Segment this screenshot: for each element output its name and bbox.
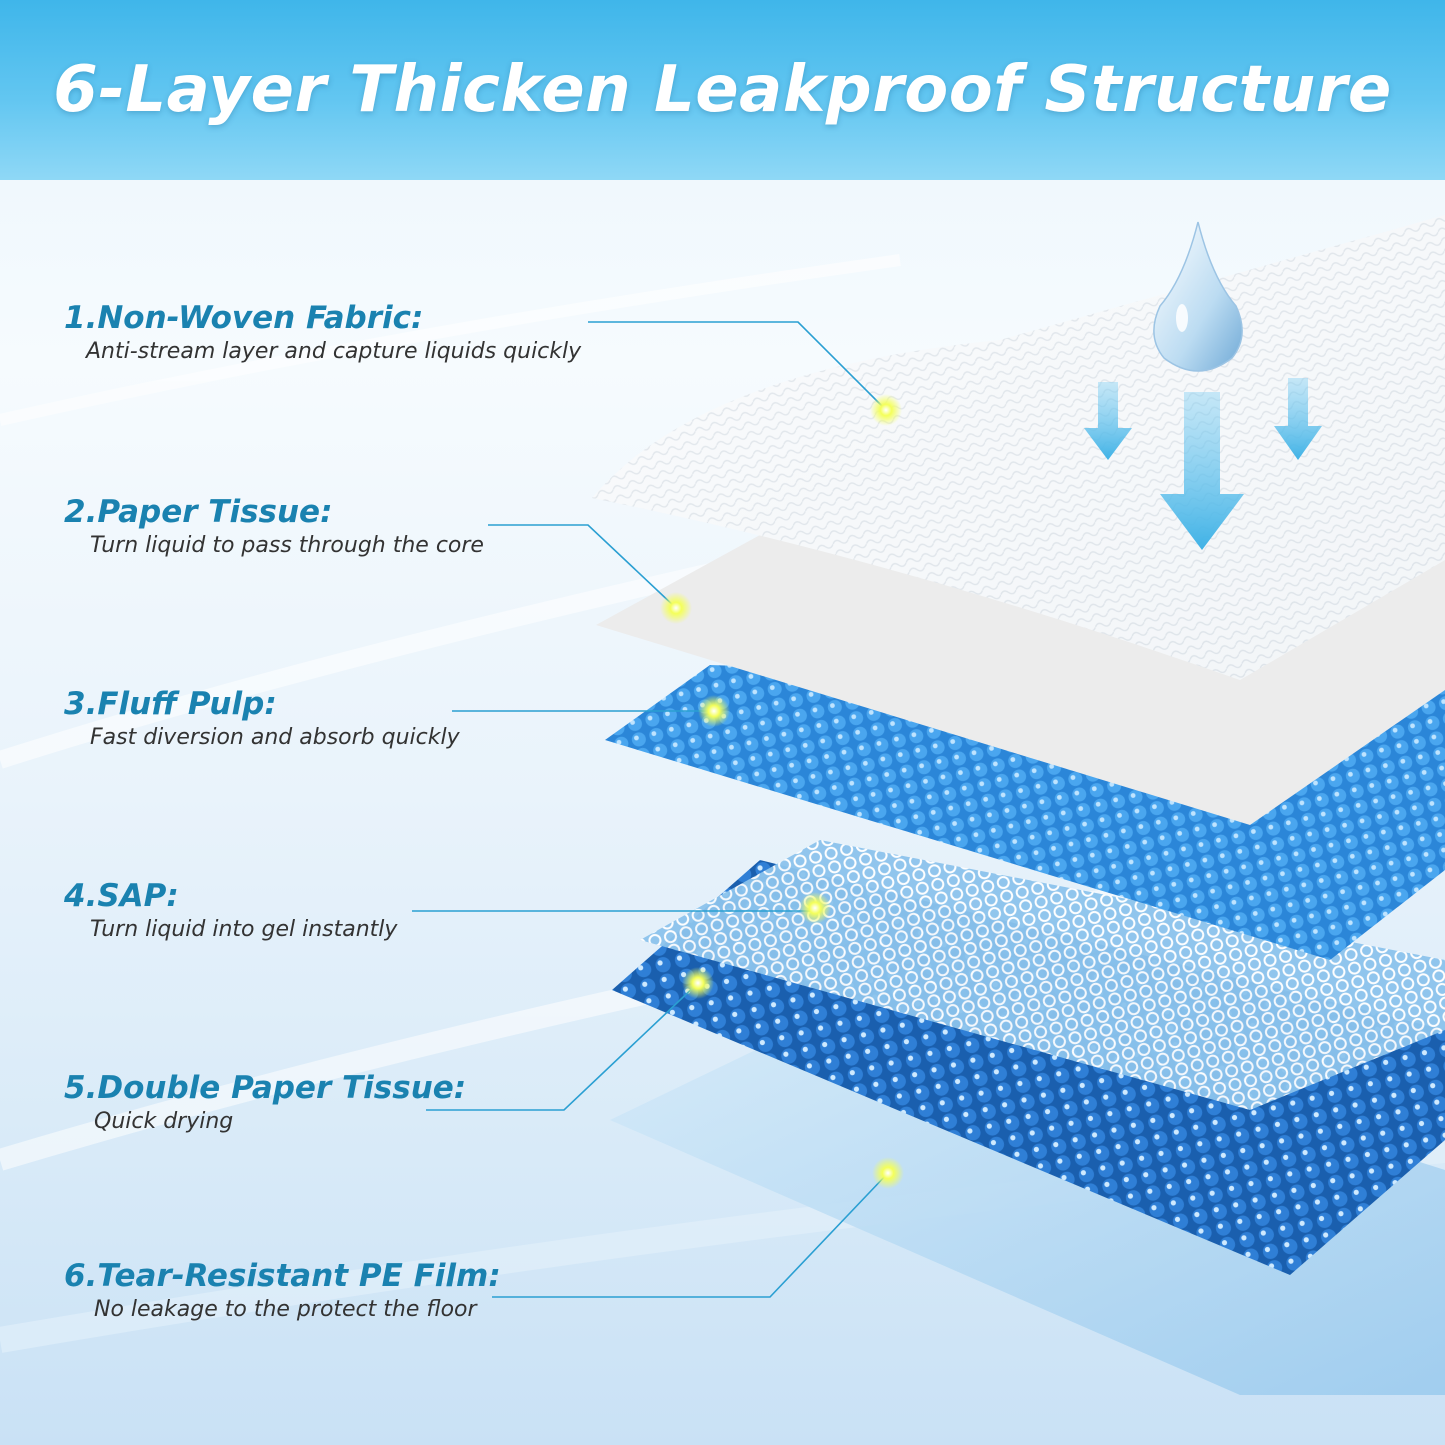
label-paper-tissue: 2.Paper Tissue: Turn liquid to pass thro… <box>64 494 484 560</box>
layer-sap <box>640 840 1445 1110</box>
layer-title: 4.SAP: <box>64 878 179 914</box>
layer-description: Quick drying <box>94 1109 234 1134</box>
page-title: 6-Layer Thicken Leakproof Structure <box>53 53 1392 127</box>
hotspots <box>660 394 904 1189</box>
layer-description: Fast diversion and absorb quickly <box>90 725 460 750</box>
label-pe-film: 6.Tear-Resistant PE Film: No leakage to … <box>64 1258 501 1324</box>
leader-lines <box>412 321 889 1298</box>
layer-title: 3.Fluff Pulp: <box>64 686 277 722</box>
layer-description: Anti-stream layer and capture liquids qu… <box>86 339 582 364</box>
label-double-paper-tissue: 5.Double Paper Tissue: Quick drying <box>64 1070 466 1136</box>
layer-description: No leakage to the protect the floor <box>94 1297 477 1322</box>
layer-pe-film <box>610 990 1445 1395</box>
label-fluff-pulp: 3.Fluff Pulp: Fast diversion and absorb … <box>64 686 460 752</box>
label-sap: 4.SAP: Turn liquid into gel instantly <box>64 878 397 944</box>
water-drop-icon <box>1153 221 1243 372</box>
title-banner: 6-Layer Thicken Leakproof Structure <box>0 0 1445 180</box>
down-arrow-icon <box>1084 378 1322 550</box>
layer-title: 1.Non-Woven Fabric: <box>64 300 424 336</box>
layer-description: Turn liquid to pass through the core <box>90 533 484 558</box>
label-non-woven-fabric: 1.Non-Woven Fabric: Anti-stream layer an… <box>64 300 581 366</box>
layer-title: 2.Paper Tissue: <box>64 494 333 530</box>
layer-title: 6.Tear-Resistant PE Film: <box>64 1258 501 1294</box>
layer-description: Turn liquid into gel instantly <box>90 917 398 942</box>
layer-title: 5.Double Paper Tissue: <box>64 1070 467 1106</box>
